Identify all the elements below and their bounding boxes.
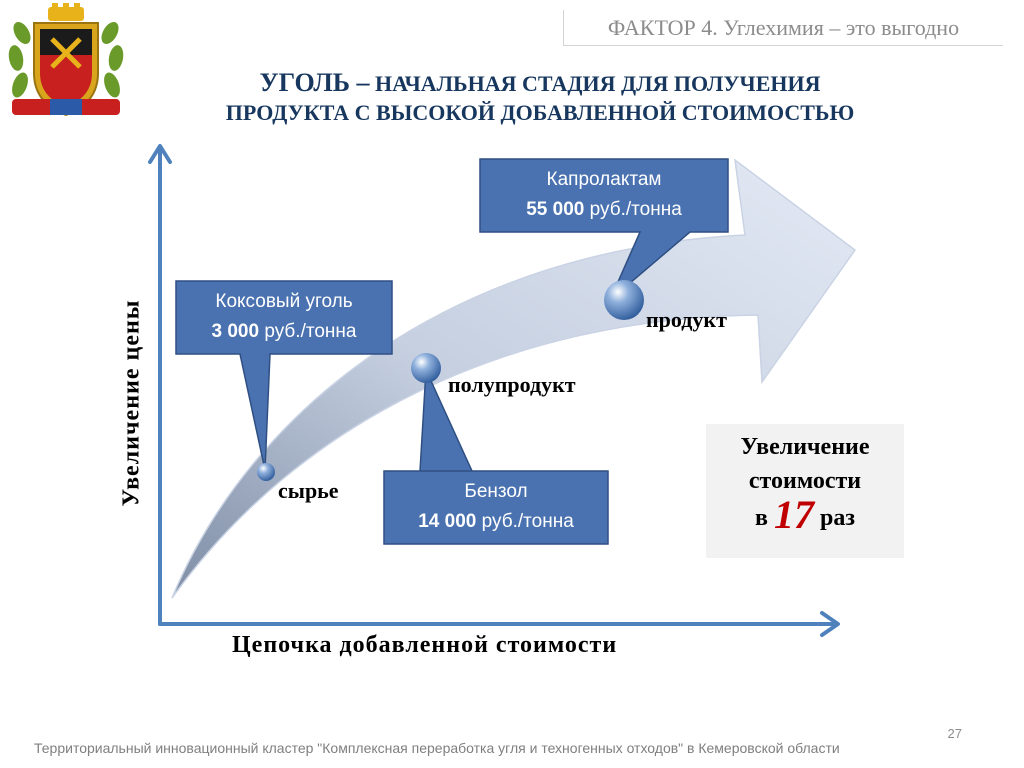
callout-benzene: Бензол 14 000 руб./тонна <box>384 477 608 537</box>
increase-line3: в 17 раз <box>706 495 904 535</box>
title-strong: УГОЛЬ – <box>259 68 370 97</box>
callout-caprolactam-box <box>479 158 729 301</box>
stage-semi-label: полупродукт <box>448 372 576 397</box>
callout-caprolactam-price-line: 55 000 руб./тонна <box>480 195 728 225</box>
dot-raw <box>257 463 275 481</box>
y-axis-arrowhead <box>148 144 172 164</box>
dot-semi <box>411 353 441 383</box>
callout-benzene-box <box>383 369 609 545</box>
callout-benzene-name: Бензол <box>464 481 528 502</box>
callout-caprolactam-name: Капролактам <box>546 169 662 190</box>
callout-coke: Коксовый уголь 3 000 руб./тонна <box>176 287 392 347</box>
stage-product-label: продукт <box>646 307 727 332</box>
callout-benzene-price-line: 14 000 руб./тонна <box>384 507 608 537</box>
x-axis-arrowhead <box>820 611 840 637</box>
increase-prefix: в <box>755 505 768 531</box>
increase-line1: Увеличение <box>740 434 870 460</box>
growth-arrow <box>171 158 857 599</box>
callout-benzene-unit: руб./тонна <box>481 511 574 532</box>
callout-shapes <box>175 158 729 545</box>
callout-coke-unit: руб./тонна <box>264 321 357 342</box>
y-axis-label: Увеличение цены <box>118 299 145 507</box>
increase-suffix: раз <box>819 505 855 531</box>
coat-of-arms-logo <box>8 3 124 117</box>
axes <box>148 144 840 637</box>
callout-caprolactam-unit: руб./тонна <box>589 199 682 220</box>
callout-coke-price-line: 3 000 руб./тонна <box>176 317 392 347</box>
x-axis-label: Цепочка добавленной стоимости <box>232 632 618 658</box>
callout-caprolactam: Капролактам 55 000 руб./тонна <box>480 165 728 225</box>
callout-coke-price: 3 000 <box>211 321 260 342</box>
slide-title: УГОЛЬ – НАЧАЛЬНАЯ СТАДИЯ ДЛЯ ПОЛУЧЕНИЯ П… <box>140 68 940 127</box>
stage-raw-label: сырье <box>278 478 339 503</box>
factor-heading: ФАКТОР 4. Углехимия – это выгодно <box>563 10 1003 46</box>
page-number: 27 <box>947 726 962 741</box>
callout-benzene-price: 14 000 <box>418 511 477 532</box>
increase-line2: стоимости <box>748 468 862 494</box>
title-line1: НАЧАЛЬНАЯ СТАДИЯ ДЛЯ ПОЛУЧЕНИЯ <box>374 71 821 96</box>
callout-caprolactam-price: 55 000 <box>526 199 585 220</box>
increase-box: Увеличение стоимости в 17 раз <box>706 424 904 558</box>
dot-product <box>604 280 644 320</box>
footer-text: Территориальный инновационный кластер "К… <box>34 740 840 756</box>
callout-coke-name: Коксовый уголь <box>215 291 353 312</box>
title-line2: ПРОДУКТА С ВЫСОКОЙ ДОБАВЛЕННОЙ СТОИМОСТЬ… <box>225 100 855 125</box>
callout-coke-box <box>175 280 393 471</box>
increase-value: 17 <box>773 492 814 537</box>
